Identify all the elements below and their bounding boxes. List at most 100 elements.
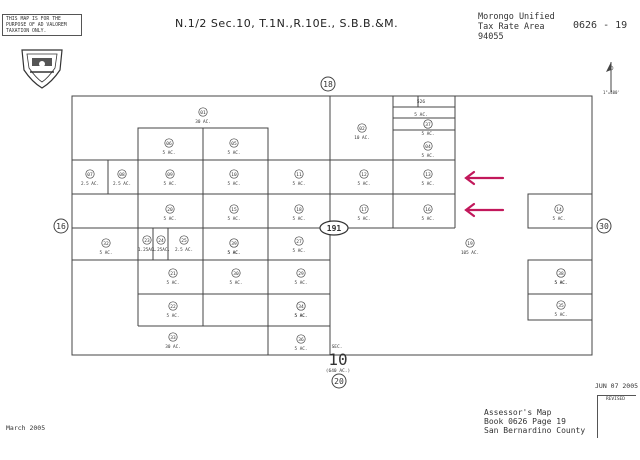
district-line: Tax Rate Area <box>478 22 545 32</box>
parcel-circle <box>229 204 239 214</box>
parcel-circle <box>554 204 564 214</box>
parcel-acreage: 1.25AC. <box>152 247 170 253</box>
parcel-acreage: 5 AC. <box>358 216 371 222</box>
disclaimer-box: THIS MAP IS FOR THE PURPOSE OF AD VALORE… <box>2 14 82 36</box>
parcel-acreage: 5 AC. <box>422 216 435 222</box>
parcel-number: 21 <box>170 271 176 277</box>
parcel-number: 19 <box>467 241 473 247</box>
parcel-circle <box>231 268 241 278</box>
parcel-acreage: 5 AC. <box>293 181 306 187</box>
parcel-acreage: 5 AC. <box>358 181 371 187</box>
parcel-circle <box>296 301 306 311</box>
district-line: Morongo Unified <box>478 12 555 22</box>
arrow-icon <box>464 170 505 186</box>
parcel-acreage: 5 AC. <box>228 150 241 156</box>
parcel-number: 27 <box>296 239 302 245</box>
parcel-circle <box>465 238 475 248</box>
parcel-number: 36 <box>298 337 304 343</box>
map-date: March 2005 <box>6 424 46 432</box>
parcel-circle <box>296 334 306 344</box>
parcel-number: 05 <box>231 141 237 147</box>
parcel-circle <box>179 235 189 245</box>
parcel-circle <box>229 169 239 179</box>
parcel-circle <box>357 123 367 133</box>
parcel-number: 17 <box>361 207 367 213</box>
parcel-acreage: 5 AC. <box>555 280 568 286</box>
received-stamp: JUN 07 2005 <box>595 382 639 390</box>
parcel-acreage: 105 AC. <box>461 250 479 256</box>
parcel-circle <box>85 169 95 179</box>
parcel-circle <box>164 138 174 148</box>
parcel-number: 01 <box>200 110 206 116</box>
parcel-circle <box>296 268 306 278</box>
parcel-acreage: 5 AC. <box>422 181 435 187</box>
section-area: (640 AC.) <box>326 368 350 374</box>
parcel-acreage: 5 AC. <box>167 313 180 319</box>
parcel-circle <box>117 169 127 179</box>
parcel-number: 16 <box>425 207 431 213</box>
parcel-number: 23 <box>144 238 150 244</box>
parcel-number: 20 <box>167 207 173 213</box>
parcel-acreage: 2.5 AC. <box>81 181 99 187</box>
parcel-number: 30 <box>233 271 239 277</box>
scale-label: 1"=400' <box>603 90 620 95</box>
parcel-acreage: 5 AC. <box>295 280 308 286</box>
svg-text:18: 18 <box>323 80 333 89</box>
parcel-circle <box>101 238 111 248</box>
parcel-acreage: 5 AC. <box>422 153 435 159</box>
map-number: 0626 - 19 <box>573 20 628 31</box>
revised-box <box>597 395 636 438</box>
parcel-acreage: 5 AC. <box>100 250 113 256</box>
parcel-acreage: 5 AC. <box>293 248 306 254</box>
parcel-circle <box>168 332 178 342</box>
parcel-acreage: 2.5 AC. <box>175 247 193 253</box>
parcel-acreage: 10 AC. <box>354 135 370 141</box>
parcel-acreage: 5 AC. <box>230 280 243 286</box>
parcel-acreage: 5 AC. <box>228 216 241 222</box>
adjacent-section-north: 18 <box>320 76 336 92</box>
parcel-number: 24 <box>158 238 164 244</box>
parcel-number: 22 <box>170 304 176 310</box>
county-seal-icon <box>21 49 63 89</box>
svg-text:30: 30 <box>599 222 609 231</box>
parcel-acreage: 5 AC. <box>422 131 435 137</box>
parcel-acreage: 5 AC. <box>228 181 241 187</box>
parcel-circle <box>556 268 566 278</box>
top-strip-acres: 5 AC. <box>414 112 428 118</box>
parcel-number: 06 <box>166 141 172 147</box>
parcel-number: 14 <box>556 207 562 213</box>
parcel-acreage: 5 AC. <box>555 280 568 286</box>
parcel-circle <box>156 235 166 245</box>
parcel-acreage: 5 AC. <box>555 312 568 318</box>
parcel-circle <box>294 204 304 214</box>
parcel-acreage: 5 AC. <box>295 346 308 352</box>
assessor-line: Book 0626 Page 19 <box>484 417 566 426</box>
parcel-acreage: 5 AC. <box>295 313 308 319</box>
parcel-acreage: 5 AC. <box>167 280 180 286</box>
parcel-number: 12 <box>361 172 367 178</box>
annotation-arrows <box>464 170 505 218</box>
parcel-number: 09 <box>167 172 173 178</box>
parcel-circle <box>556 300 566 310</box>
parcel-circle <box>423 204 433 214</box>
svg-text:16: 16 <box>56 222 66 231</box>
parcel-number: 18 <box>296 207 302 213</box>
parcel-acreage: 5 AC. <box>163 150 176 156</box>
revised-label: REVISED <box>606 397 625 402</box>
parcel-acreage: 30 AC. <box>195 119 211 125</box>
parcel-number: 39 <box>231 241 237 247</box>
parcel-circle <box>168 268 178 278</box>
parcel-circle <box>423 119 433 129</box>
section-label: SEC. 10 (640 AC.) <box>326 344 350 374</box>
parcel-acreage: 5 AC. <box>295 313 308 319</box>
svg-text:SEC.: SEC. <box>332 344 343 350</box>
parcel-number: 34 <box>298 304 304 310</box>
parcel-circle <box>229 238 239 248</box>
disclaimer-text: THIS MAP IS FOR THE PURPOSE OF AD VALORE… <box>6 17 67 34</box>
map-title: N.1/2 Sec.10, T.1N.,R.10E., S.B.B.&M. <box>175 17 399 30</box>
assessor-line: Assessor's Map <box>484 408 552 417</box>
assessor-line: San Bernardino County <box>484 426 586 435</box>
parcel-number: 04 <box>425 144 431 150</box>
parcel-circle <box>359 204 369 214</box>
parcel-circle <box>423 169 433 179</box>
